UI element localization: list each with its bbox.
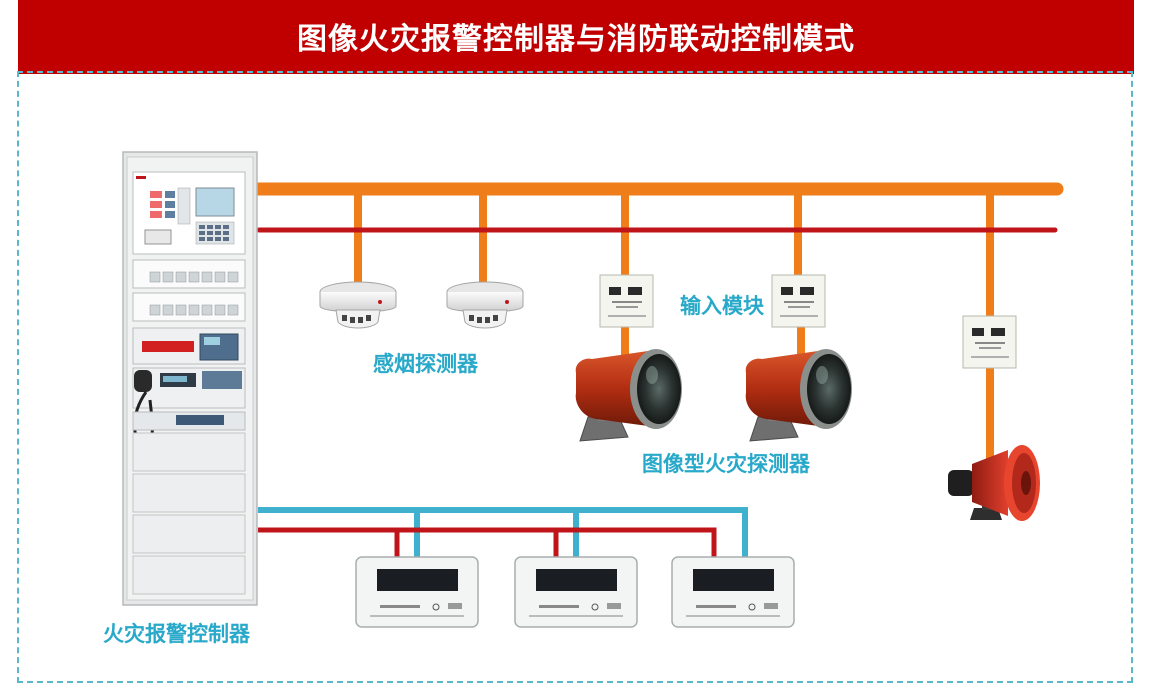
title-bar: 图像火灾报警控制器与消防联动控制模式 — [18, 0, 1134, 74]
fire-alarm-cabinet-icon — [122, 151, 258, 606]
image-detector-label: 图像型火灾探测器 — [642, 452, 810, 476]
controller-label: 火灾报警控制器 — [103, 622, 250, 646]
repeater-display-icon — [671, 556, 795, 628]
input-module-label: 输入模块 — [680, 294, 764, 318]
page-title: 图像火灾报警控制器与消防联动控制模式 — [297, 22, 855, 57]
lower-bus-group — [258, 507, 748, 559]
smoke-detector-label: 感烟探测器 — [373, 352, 478, 376]
image-fire-detector-icon — [575, 349, 682, 442]
red-lower-bus — [258, 527, 717, 559]
input-module-icon — [771, 274, 826, 328]
repeater-display-icon — [514, 556, 638, 628]
image-fire-detector-icon — [745, 349, 852, 442]
diagram-frame — [17, 71, 1133, 683]
input-module-icon — [599, 274, 654, 328]
repeater-display-icon — [355, 556, 479, 628]
blue-bus-main — [258, 507, 748, 559]
input-module-icon — [962, 315, 1017, 369]
alarm-horn-icon — [948, 445, 1040, 521]
smoke-detector-icon — [319, 281, 397, 329]
orange-bus-group — [250, 182, 1064, 462]
smoke-detector-icon — [446, 281, 524, 329]
